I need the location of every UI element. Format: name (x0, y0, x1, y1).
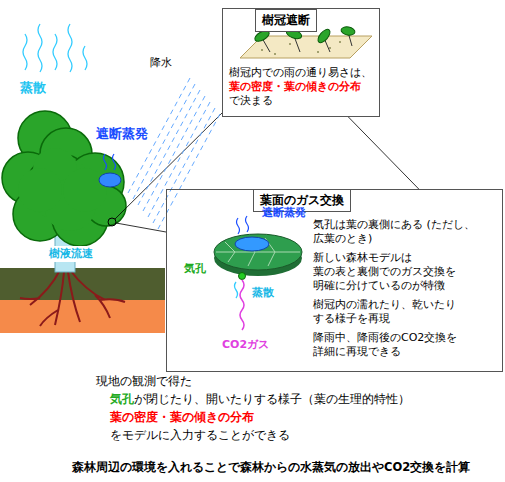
note-column: 気孔は葉の裏側にある (ただし、広葉のとき) 新しい森林モデルは 葉の表と裏側での… (313, 218, 499, 359)
note-text: 気孔は葉の裏側にある (ただし、広葉のとき) (313, 218, 499, 246)
rain-stroke (143, 96, 205, 211)
rain-stroke (148, 102, 210, 217)
note-text: 葉の密度・葉の傾きの分布 (110, 410, 254, 425)
process-label: 遮断蒸発 (262, 206, 306, 220)
ground-subsoil (0, 300, 165, 333)
summary-text: 森林周辺の環境を入れることで森林からの水蒸気の放出やCO2交換を計算 (72, 460, 470, 474)
box-heading: 樹冠遮断 (255, 9, 317, 32)
note-text: 降雨中、降雨後のCO2交換を 詳細に再現できる (313, 331, 499, 359)
note-text: 樹冠内の濡れたり、乾いたり する様子を再現 (313, 298, 499, 326)
tree-crown-fill (18, 148, 107, 231)
rain-stroke (133, 84, 195, 199)
note-text: が閉じたり、開いたりする様子（葉の生理的特性） (134, 392, 410, 407)
note-text: をモデルに入力することができる (110, 428, 290, 443)
box-text: 樹冠内での雨の通り易さは、 (223, 66, 379, 80)
water-drop (99, 173, 121, 187)
process-label: 蒸散 (20, 80, 46, 96)
evaporation-waves (104, 154, 116, 170)
rain-stroke (138, 90, 200, 205)
note-text: 気孔 (110, 392, 134, 407)
leaf-illustration (214, 216, 302, 330)
process-label: 降水 (150, 56, 172, 70)
box-text: 葉の密度・葉の傾きの分布 (223, 80, 379, 94)
process-label: 蒸散 (252, 286, 274, 300)
note-text: 新しい森林モデルは 葉の表と裏側でのガス交換を 明確に分けているのが特徴 (313, 251, 499, 293)
transpiration-waves (23, 24, 87, 72)
trunk-label-box: 樹液流速 (46, 246, 96, 262)
rain (128, 78, 220, 229)
rain-stroke (153, 108, 215, 223)
part-label: 気孔 (184, 262, 206, 276)
rain-stroke (158, 114, 220, 229)
box-text: で決まる (223, 94, 379, 108)
note-text: 現地の観測で得た (96, 374, 192, 389)
zoom-connector (348, 117, 418, 189)
trunk-label: 樹液流速 (49, 247, 93, 261)
zoom-point (108, 218, 116, 226)
info-box: 樹冠遮断樹冠内での雨の通り易さは、葉の密度・葉の傾きの分布で決まる (222, 8, 380, 117)
process-label: 遮断蒸発 (96, 126, 148, 142)
roots (20, 270, 125, 326)
info-box: 葉面のガス交換気孔は葉の裏側にある (ただし、広葉のとき)新しい森林モデルは 葉… (166, 189, 503, 372)
part-label: CO2ガス (222, 338, 269, 352)
